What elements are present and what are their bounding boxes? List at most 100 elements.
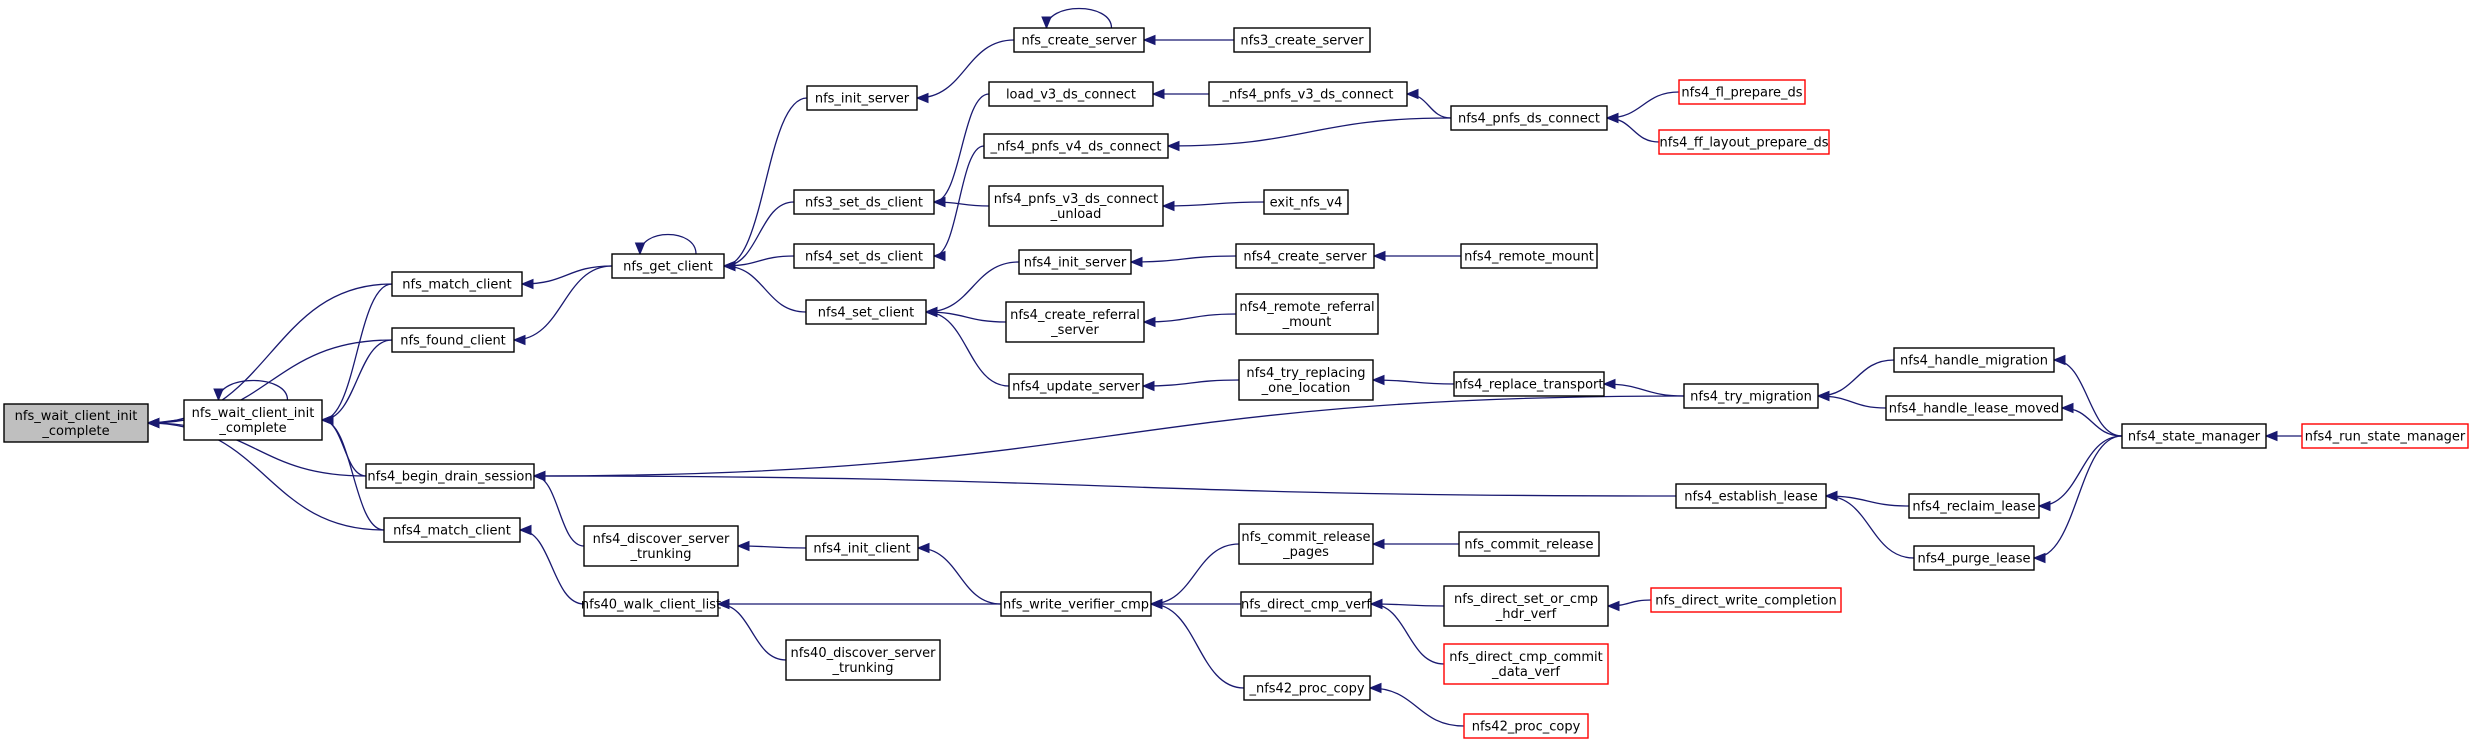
node-box (1450, 105, 1608, 131)
node-nfs4-init-server[interactable]: nfs4_init_server (1018, 249, 1132, 275)
edge-line (321, 419, 385, 531)
node-nfs4-set-ds-client[interactable]: nfs4_set_ds_client (793, 243, 935, 269)
node-nfs-found-client[interactable]: nfs_found_client (391, 327, 515, 353)
node-nfs4-pnfs-v4-ds-connect[interactable]: _nfs4_pnfs_v4_ds_connect (983, 133, 1169, 159)
node-nfs4-handle-lease-moved[interactable]: nfs4_handle_lease_moved (1885, 395, 2063, 421)
node-nfs-commit-release-pages[interactable]: nfs_commit_release_pages (1238, 523, 1374, 565)
edge-n6-to-n2 (520, 265, 613, 290)
node-nfs4-try-replacing-one-location[interactable]: nfs4_try_replacing_one_location (1238, 359, 1374, 401)
node-box (1908, 493, 2040, 519)
edge-n34-to-n28 (1371, 374, 1455, 386)
node-label: _nfs4_pnfs_v4_ds_connect (989, 140, 1161, 155)
edge-n27-to-n20 (1142, 313, 1237, 328)
edge-line (1603, 383, 1685, 397)
node-box (1913, 545, 2035, 571)
node-nfs-create-server[interactable]: nfs_create_server (1013, 27, 1145, 53)
node-label: nfs_direct_set_or_cmp (1454, 592, 1598, 607)
edge-n22-to-n8 (716, 598, 1001, 610)
edge-line (1143, 313, 1237, 323)
node-nfs-get-client[interactable]: nfs_get_client (611, 253, 725, 279)
node-nfs-direct-set-or-cmp-hdr-verf[interactable]: nfs_direct_set_or_cmp_hdr_verf (1443, 585, 1609, 627)
edge-n45-to-n41 (1816, 390, 1887, 409)
node-nfs-match-client[interactable]: nfs_match_client (391, 271, 523, 297)
node-nfs4-fl-prepare-ds[interactable]: nfs4_fl_prepare_ds (1678, 79, 1806, 105)
edge-arrowhead (736, 540, 750, 552)
node-nfs-direct-cmp-commit-data-verf[interactable]: nfs_direct_cmp_commit_data_verf (1443, 643, 1609, 685)
edge-arrowhead (1141, 380, 1155, 392)
edge-n48-to-n47 (2032, 435, 2123, 564)
node-nfs-init-server[interactable]: nfs_init_server (806, 85, 918, 111)
edge-n15-to-n15 (1041, 8, 1113, 30)
node-nfs-write-verifier-cmp[interactable]: nfs_write_verifier_cmp (1000, 591, 1152, 617)
node-label: load_v3_ds_connect (1006, 88, 1136, 103)
node-box (1885, 395, 2063, 421)
node-nfs4-match-client[interactable]: nfs4_match_client (383, 517, 521, 543)
edge-line (1372, 379, 1455, 385)
node-nfs4-pnfs-v3-ds-connect[interactable]: _nfs4_pnfs_v3_ds_connect (1208, 81, 1408, 107)
node-nfs-direct-write-completion[interactable]: nfs_direct_write_completion (1650, 587, 1842, 613)
edge-arrowhead (1142, 34, 1156, 46)
node-label: nfs_init_server (815, 92, 910, 107)
node-label: _pages (1282, 545, 1329, 560)
node-nfs4-purge-lease[interactable]: nfs4_purge_lease (1913, 545, 2035, 571)
node-nfs-direct-cmp-verf[interactable]: nfs_direct_cmp_verf (1240, 591, 1372, 617)
edge-line (1045, 8, 1113, 29)
node-nfs4-create-referral-server[interactable]: nfs4_create_referral_server (1005, 301, 1145, 343)
node-nfs4-run-state-manager[interactable]: nfs4_run_state_manager (2301, 423, 2469, 449)
node-nfs4-set-client[interactable]: nfs4_set_client (805, 299, 927, 325)
node-box (1463, 713, 1589, 739)
node-nfs3-set-ds-client[interactable]: nfs3_set_ds_client (793, 189, 935, 215)
node-nfs4-state-manager[interactable]: nfs4_state_manager (2121, 423, 2267, 449)
node-box (1238, 359, 1374, 401)
edge-arrowhead (932, 250, 946, 262)
edge-line (917, 547, 1002, 605)
node-nfs4-replace-transport[interactable]: nfs4_replace_transport (1453, 371, 1605, 397)
node-nfs4-try-migration[interactable]: nfs4_try_migration (1683, 383, 1819, 409)
node-nfs4-reclaim-lease[interactable]: nfs4_reclaim_lease (1908, 493, 2040, 519)
edge-n2-to-n1 (320, 283, 393, 426)
node-nfs-wait-client-init-complete[interactable]: nfs_wait_client_init_complete (183, 399, 323, 441)
node-nfs-wait-client-init-complete[interactable]: nfs_wait_client_init_complete (3, 403, 149, 443)
edge-n12-to-n6 (722, 260, 807, 313)
edge-n23-to-n15 (1142, 34, 1234, 46)
node-nfs4-create-server[interactable]: nfs4_create_server (1235, 243, 1375, 269)
node-nfs4-handle-migration[interactable]: nfs4_handle_migration (1893, 347, 2055, 373)
node-nfs40-walk-client-list[interactable]: nfs40_walk_client_list (581, 591, 721, 617)
node-nfs4-begin-drain-session[interactable]: nfs4_begin_drain_session (365, 463, 535, 489)
node-label: nfs4_update_server (1012, 380, 1140, 395)
node-nfs4-update-server[interactable]: nfs4_update_server (1008, 373, 1144, 399)
node-nfs4-remote-mount[interactable]: nfs4_remote_mount (1460, 243, 1598, 269)
edge-n37-to-n30 (1369, 598, 1445, 665)
edge-arrowhead (722, 260, 736, 272)
node-nfs42-proc-copy[interactable]: _nfs42_proc_copy (1243, 675, 1371, 701)
node-label: nfs42_proc_copy (1472, 720, 1581, 735)
edge-n29-to-n22 (1149, 543, 1240, 610)
node-nfs4-establish-lease[interactable]: nfs4_establish_lease (1675, 483, 1827, 509)
edge-line (533, 475, 1677, 497)
edge-line (1142, 379, 1240, 387)
node-nfs4-pnfs-v3-ds-connect-unload[interactable]: nfs4_pnfs_v3_ds_connect_unload (988, 185, 1164, 227)
node-box (805, 299, 927, 325)
node-nfs4-ff-layout-prepare-ds[interactable]: nfs4_ff_layout_prepare_ds (1658, 129, 1830, 155)
node-label: nfs4_create_server (1243, 250, 1367, 265)
node-nfs-commit-release[interactable]: nfs_commit_release (1458, 531, 1600, 557)
edge-arrowhead (2052, 354, 2066, 366)
node-nfs4-pnfs-ds-connect[interactable]: nfs4_pnfs_ds_connect (1450, 105, 1608, 131)
edge-line (217, 380, 289, 401)
edge-n32-to-n17 (1166, 117, 1452, 152)
node-nfs4-remote-referral-mount[interactable]: nfs4_remote_referral_mount (1235, 293, 1379, 335)
node-nfs4-discover-server-trunking[interactable]: nfs4_discover_server_trunking (583, 525, 739, 567)
node-nfs4-init-client[interactable]: nfs4_init_client (805, 535, 919, 561)
node-nfs42-proc-copy[interactable]: nfs42_proc_copy (1463, 713, 1589, 739)
node-label: nfs_found_client (400, 334, 506, 349)
edge-n28-to-n21 (1141, 379, 1240, 392)
node-box (1208, 81, 1408, 107)
edge-line (2053, 359, 2123, 437)
node-label: nfs40_discover_server (790, 646, 936, 661)
node-exit-nfs-v4[interactable]: exit_nfs_v4 (1263, 189, 1349, 215)
node-nfs40-discover-server-trunking[interactable]: nfs40_discover_server_trunking (785, 639, 941, 681)
node-load-v3-ds-connect[interactable]: load_v3_ds_connect (988, 81, 1154, 107)
node-nfs3-create-server[interactable]: nfs3_create_server (1233, 27, 1371, 53)
edge-line (1162, 201, 1265, 207)
edge-arrowhead (2032, 552, 2046, 564)
